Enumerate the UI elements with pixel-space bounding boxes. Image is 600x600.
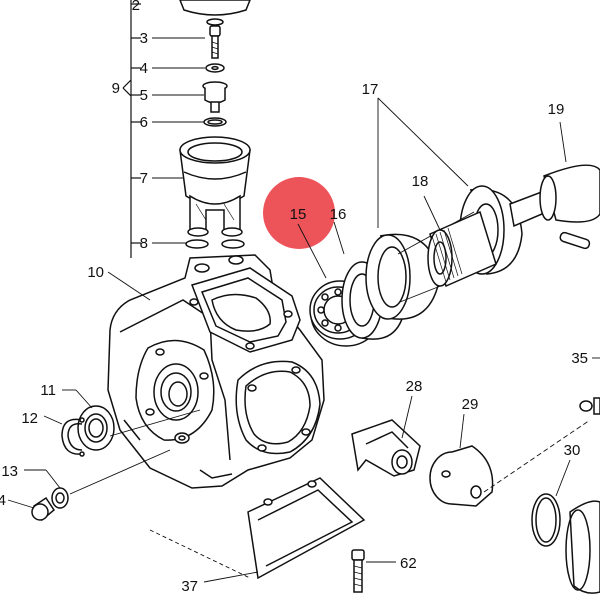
part-3-screw [209, 25, 221, 59]
part-30-circlip [531, 459, 571, 547]
label-part-16: 16 [330, 206, 347, 223]
label-part-11: 11 [40, 382, 56, 399]
part-4-plug-washer [7, 496, 55, 522]
part-28-bracket [351, 395, 421, 477]
label-part-28: 28 [406, 378, 423, 395]
part-6-o-ring [203, 117, 227, 127]
part-5-valve [202, 81, 228, 113]
part-11-seal [62, 389, 115, 451]
part-end-cap [565, 500, 600, 594]
part-2-cap [179, 0, 251, 26]
label-part-37: 37 [181, 578, 198, 595]
part-62-bolt [351, 549, 396, 593]
part-19-shaft [509, 121, 600, 228]
label-part-9: 9 [112, 80, 120, 97]
highlight-marker [263, 177, 335, 249]
label-part-19: 19 [548, 101, 565, 118]
part-29-piston [429, 413, 591, 507]
part-7-bowl [179, 136, 251, 237]
part-key-pin [559, 231, 591, 250]
label-part-17: 17 [362, 81, 379, 98]
part-18-gear [423, 195, 497, 288]
label-part-7: 7 [140, 170, 148, 187]
label-part-5: 5 [140, 87, 148, 104]
part-17-flange [365, 97, 523, 320]
part-37-cover [149, 477, 366, 583]
label-part-12: 12 [21, 410, 38, 427]
label-part-2: 2 [132, 0, 140, 14]
part-10-housing [107, 254, 325, 489]
label-part-29: 29 [462, 396, 479, 413]
label-part-35: 35 [571, 350, 588, 367]
part-8-seals [185, 239, 245, 249]
label-part-4: 4 [140, 60, 148, 77]
label-part-62: 62 [400, 555, 417, 572]
bracket-9 [122, 0, 141, 258]
label-part-18: 18 [412, 173, 429, 190]
label-part-13: 13 [1, 463, 18, 480]
part-13-plug [24, 449, 171, 509]
label-part-10: 10 [87, 264, 104, 281]
leader-lines-top [152, 37, 205, 244]
part-12-circlip [43, 415, 85, 457]
label-part-15: 15 [290, 206, 307, 223]
label-part-3: 3 [140, 30, 148, 47]
leader-10 [107, 271, 151, 301]
part-4-washer [205, 63, 225, 73]
label-part-30: 30 [564, 442, 581, 459]
label-part-6: 6 [140, 114, 148, 131]
label-part-4-lower: 4 [0, 492, 6, 509]
axis-left [109, 409, 201, 437]
part-35-bolt [579, 357, 600, 415]
label-part-8: 8 [140, 235, 148, 252]
